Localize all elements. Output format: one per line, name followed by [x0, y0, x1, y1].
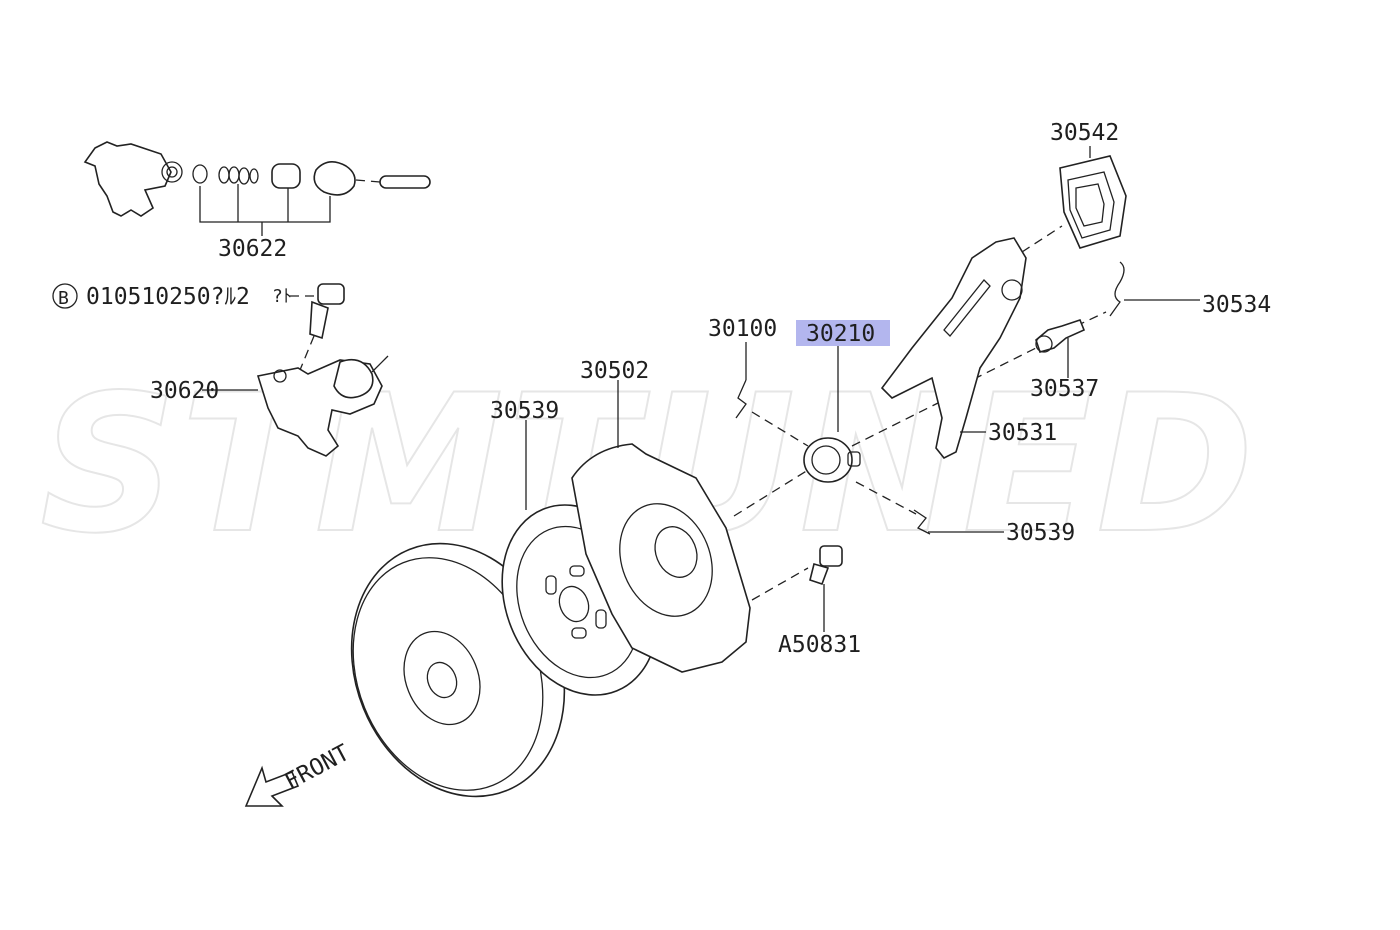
release-bearing-part	[803, 437, 861, 483]
callout-30210[interactable]: 30502	[580, 358, 649, 384]
clip-bottom-part	[913, 509, 931, 535]
callout-bolt-qty: ?ﾄ	[272, 286, 292, 307]
callout-30539-top[interactable]: 30100	[708, 316, 777, 342]
bolt-part	[309, 283, 345, 340]
retainer-spring-part	[1109, 261, 1125, 317]
kit-bracket-leader	[199, 184, 331, 236]
callout-30622[interactable]: 30622	[218, 236, 287, 262]
callout-A50831[interactable]: A50831	[778, 632, 861, 658]
release-fork-part	[880, 237, 1027, 460]
bolt-marker-letter: B	[58, 288, 69, 309]
pressure-plate-part	[571, 443, 751, 673]
callout-30539-bottom[interactable]: 30539	[1006, 520, 1075, 546]
pivot-stud-part	[1035, 319, 1086, 353]
callout-30534[interactable]: 30534	[1202, 292, 1271, 318]
callout-30502[interactable]: 30210	[806, 321, 875, 347]
flange-bolt-part	[809, 545, 843, 586]
slave-cylinder-30620-part	[256, 355, 389, 457]
bolt-marker-circle	[52, 283, 78, 309]
fork-boot-part	[1059, 155, 1127, 249]
callout-30100[interactable]: 30539	[490, 398, 559, 424]
callout-30502-highlight	[796, 320, 890, 346]
callout-30620[interactable]: 30620	[150, 378, 219, 404]
slave-cylinder-kit-parts	[83, 141, 431, 217]
callout-bolt-note[interactable]: 010510250?ﾙ2	[86, 284, 250, 310]
callout-30531[interactable]: 30531	[988, 420, 1057, 446]
clip-top-part	[735, 379, 747, 419]
callout-30537[interactable]: 30537	[1030, 376, 1099, 402]
front-direction-arrow	[244, 765, 300, 807]
front-label: FRONT	[281, 740, 354, 796]
callout-30542[interactable]: 30542	[1050, 120, 1119, 146]
